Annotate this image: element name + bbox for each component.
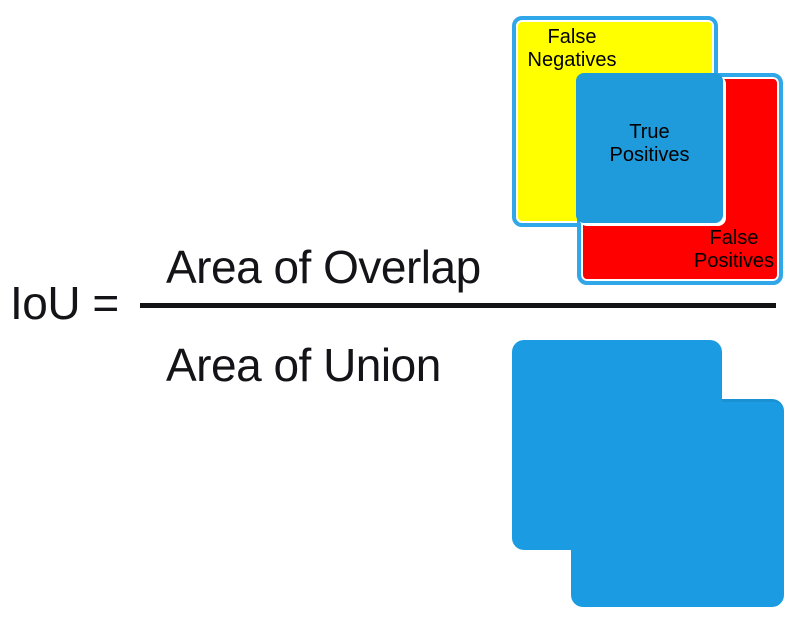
formula-lhs: IoU = [10, 277, 119, 329]
fraction-line [140, 303, 776, 308]
false-positives-label: False Positives [693, 227, 775, 272]
false-negatives-label: False Negatives [527, 26, 617, 71]
formula-numerator: Area of Overlap [166, 241, 481, 293]
union-shape-top-left-square [512, 340, 722, 550]
true-positives-overlap-box: True Positives [576, 73, 723, 223]
formula-denominator: Area of Union [166, 339, 441, 391]
true-positives-label: True Positives [609, 121, 690, 166]
